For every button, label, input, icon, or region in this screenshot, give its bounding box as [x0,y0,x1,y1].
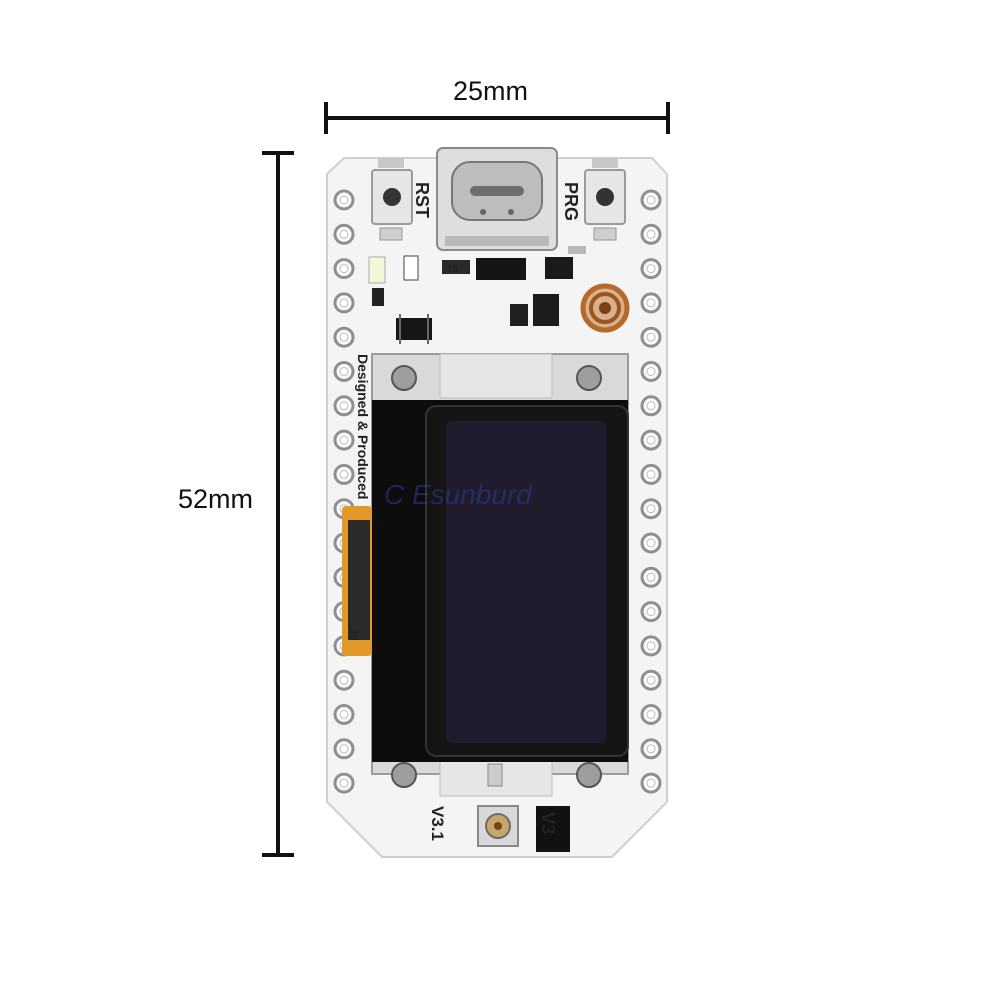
prg-button[interactable] [584,158,626,241]
pin-hole-center [646,401,656,411]
pin-hole-center [339,195,349,205]
pin-hole-center [646,710,656,719]
height-dimension-label: 52mm [178,484,254,514]
pin-hole-center [646,469,656,479]
width-dimension-label: 25mm [453,76,529,106]
version-label: V3 [538,812,558,834]
pin-hole-center [646,778,656,788]
pin-hole-center [339,744,349,754]
pin-hole-center [646,332,656,342]
rst-button[interactable] [371,158,413,241]
pin-hole-center [339,675,349,685]
prg-label: PRG [561,182,581,221]
pin-hole-center [339,710,349,719]
pin-hole-center [646,744,656,754]
pin-hole-center [339,298,349,308]
fpc-label: 39 [347,628,359,640]
pin-hole-center [646,229,656,239]
pin-hole-center [339,264,349,274]
pin-hole-center [646,195,656,205]
pin-hole-center [646,538,656,548]
width-dimension-line [324,102,670,134]
ipex-antenna-connector [477,763,519,847]
pin-hole-center [339,435,349,445]
pin-hole-center [646,675,656,685]
watermark-text: C Esunburd [384,479,533,510]
pin-hole-center [646,435,656,445]
smd-components [368,246,586,344]
right-pin-header [640,189,662,794]
pin-hole-center [339,778,349,788]
designed-produced-text: Designed & Produced [355,354,371,499]
pin-hole-center [339,469,349,479]
height-dimension-line [262,151,294,857]
antenna-coil [580,283,630,333]
version-badge [536,806,570,852]
revision-label: V3.1 [428,806,447,841]
chip-label: 15 [447,264,459,275]
rst-label: RST [412,182,432,218]
pin-hole-center [339,401,349,411]
fpc-ribbon-cable [342,506,372,656]
pin-hole-center [646,367,656,376]
pin-hole-center [646,607,656,617]
pin-hole-center [339,229,349,239]
pin-hole-center [339,332,349,342]
pin-hole-center [646,641,656,651]
usb-c-connector [436,147,558,251]
pin-hole-center [339,367,349,376]
pin-hole-center [646,572,656,582]
pin-hole-center [646,298,656,308]
oled-screen [446,421,606,743]
pin-hole-center [646,264,656,274]
pin-hole-center [646,504,656,514]
